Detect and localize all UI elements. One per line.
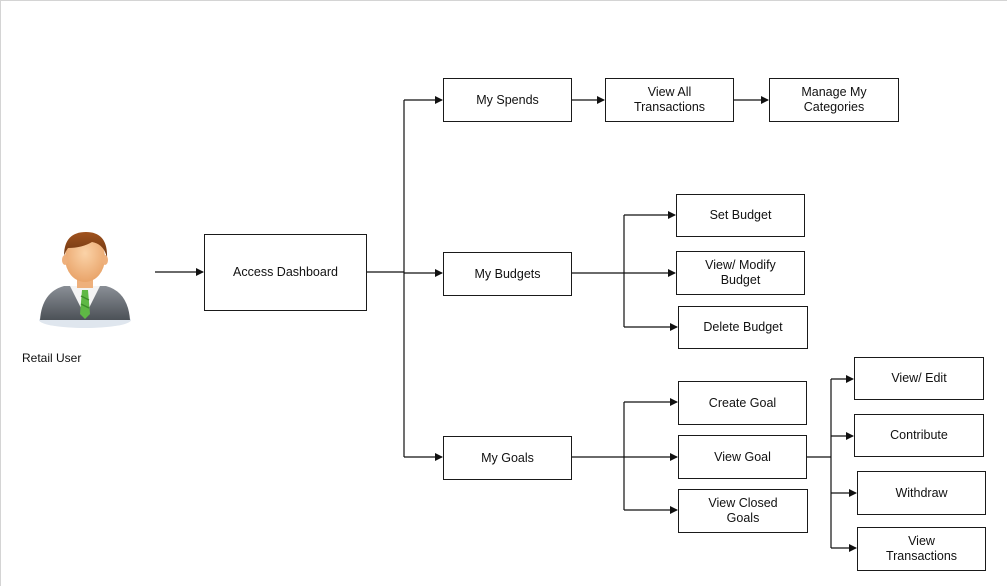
my-spends-label: My Spends [476,92,539,107]
withdraw-label: Withdraw [895,485,948,500]
view-modify-budget-box[interactable]: View/ Modify Budget [676,251,805,295]
my-goals-label: My Goals [481,450,534,465]
contribute-box[interactable]: Contribute [854,414,984,457]
view-modify-budget-label: View/ Modify Budget [705,258,776,287]
manage-my-categories-box[interactable]: Manage My Categories [769,78,899,122]
view-all-transactions-label: View All Transactions [633,85,706,114]
retail-user-label: Retail User [22,351,82,365]
my-budgets-box[interactable]: My Budgets [443,252,572,296]
view-edit-label: View/ Edit [891,371,947,385]
delete-budget-label: Delete Budget [703,320,783,334]
delete-budget-box[interactable]: Delete Budget [678,306,808,349]
contribute-label: Contribute [890,428,948,442]
view-closed-goals-box[interactable]: View Closed Goals [678,489,808,533]
view-closed-goals-label: View Closed Goals [708,496,778,525]
view-transactions-box[interactable]: View Transactions [857,527,986,571]
retail-user-avatar-icon [39,232,131,328]
my-spends-box[interactable]: My Spends [443,78,572,122]
withdraw-box[interactable]: Withdraw [857,471,986,515]
access-dashboard-label: Access Dashboard [233,265,338,279]
view-goal-box[interactable]: View Goal [678,435,807,479]
view-transactions-label: View Transactions [885,534,958,563]
access-dashboard-box[interactable]: Access Dashboard [204,234,367,311]
view-all-transactions-box[interactable]: View All Transactions [605,78,734,122]
set-budget-label: Set Budget [709,208,772,222]
manage-my-categories-label: Manage My Categories [801,85,867,114]
set-budget-box[interactable]: Set Budget [676,194,805,237]
my-budgets-label: My Budgets [474,266,541,281]
create-goal-label: Create Goal [708,395,777,410]
create-goal-box[interactable]: Create Goal [678,381,807,425]
view-edit-box[interactable]: View/ Edit [854,357,984,400]
view-goal-label: View Goal [714,449,771,464]
my-goals-box[interactable]: My Goals [443,436,572,480]
